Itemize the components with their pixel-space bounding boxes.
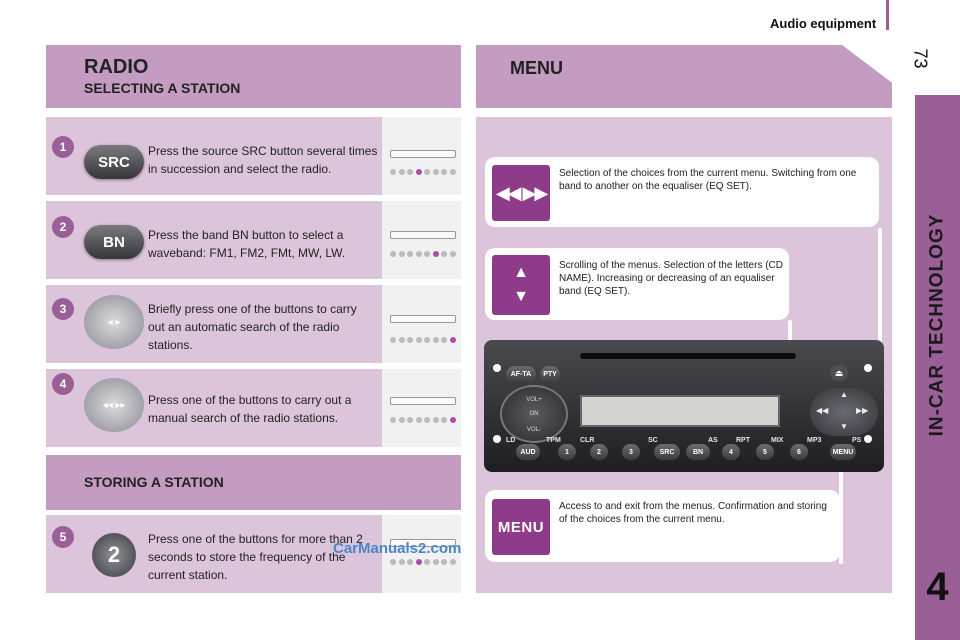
unit-screw <box>864 364 872 372</box>
step-2-text: Press the band BN button to select a wav… <box>148 228 346 260</box>
preset-2-button: 2 <box>92 533 136 577</box>
step-3-number: 3 <box>52 298 74 320</box>
header-rule <box>886 0 889 30</box>
clr-label: CLR <box>580 437 595 444</box>
preset-5-button[interactable]: 5 <box>756 444 774 460</box>
connector-line-1 <box>878 228 882 408</box>
unit-screw <box>493 435 501 443</box>
radio-thumbnail-1 <box>381 117 461 195</box>
preset-6-button[interactable]: 6 <box>790 444 808 460</box>
preset-3-button[interactable]: 3 <box>622 444 640 460</box>
unit-screw <box>493 364 501 372</box>
lcd-display <box>580 395 780 427</box>
step-5-number: 5 <box>52 526 74 548</box>
aud-button[interactable]: AUD <box>516 444 540 460</box>
step-1-text: Press the source SRC button several time… <box>148 144 378 176</box>
preset-4-button[interactable]: 4 <box>722 444 740 460</box>
chapter-label: IN-CAR TECHNOLOGY <box>915 95 960 555</box>
bn-unit-button[interactable]: BN <box>686 444 710 460</box>
step-4-number: 4 <box>52 373 74 395</box>
mix-label: MIX <box>771 437 784 444</box>
up-down-arrows-icon: ▲▼ <box>492 255 550 315</box>
step-5-text: Press one of the buttons for more than 2… <box>148 532 363 582</box>
pty-button[interactable]: PTY <box>540 366 560 383</box>
storing-section-header <box>46 455 461 510</box>
ld-label: LD <box>506 437 516 444</box>
mp3-label: MP3 <box>807 437 822 444</box>
step-4-text: Press one of the buttons to carry out a … <box>148 393 352 425</box>
radio-title: RADIO <box>84 56 149 78</box>
seek-pad-icon: ◂ ▸ <box>84 295 144 349</box>
radio-section-header <box>46 45 461 108</box>
rpt-label: RPT <box>736 437 750 444</box>
src-unit-button[interactable]: SRC <box>654 444 680 460</box>
preset-1-button[interactable]: 1 <box>558 444 576 460</box>
menu-button-icon: MENU <box>492 499 550 555</box>
menu-text-2: Scrolling of the menus. Selection of the… <box>559 260 783 297</box>
volume-knob[interactable]: VOL+ ON VOL- <box>500 385 568 443</box>
unit-screw <box>864 435 872 443</box>
menu-title: MENU <box>510 58 563 78</box>
cd-slot <box>580 353 796 359</box>
ps-label: PS <box>852 437 862 444</box>
radio-thumbnail-2 <box>381 201 461 279</box>
radio-subtitle: SELECTING A STATION <box>84 80 241 96</box>
on-label: ON <box>529 411 539 417</box>
menu-text-3: Access to and exit from the menus. Confi… <box>559 501 827 525</box>
step-3-text: Briefly press one of the buttons to carr… <box>148 302 357 352</box>
menu-unit-button[interactable]: MENU <box>830 444 856 460</box>
tpm-label: TPM <box>546 437 561 444</box>
radio-thumbnail-5 <box>381 515 461 593</box>
radio-thumbnail-3 <box>381 285 461 363</box>
menu-text-1: Selection of the choices from the curren… <box>559 168 857 192</box>
af-ta-button[interactable]: AF-TA <box>506 366 536 383</box>
manual-seek-pad-icon: ◂◂ ▸▸ <box>84 378 144 432</box>
chapter-label-text: IN-CAR TECHNOLOGY <box>926 213 948 437</box>
sc-label: SC <box>648 437 658 444</box>
bn-button: BN <box>84 225 144 259</box>
chapter-sidebar <box>915 95 960 640</box>
section-header: Audio equipment <box>770 16 877 31</box>
menu-card-1 <box>485 157 879 227</box>
as-label: AS <box>708 437 718 444</box>
chapter-number: 4 <box>926 565 949 609</box>
step-2-number: 2 <box>52 216 74 238</box>
left-right-arrows-icon: ◀◀ ▶▶ <box>492 165 550 221</box>
connector-line-3 <box>839 460 843 564</box>
eject-icon[interactable]: ⏏ <box>830 365 848 381</box>
radio-thumbnail-4 <box>381 369 461 447</box>
storing-title: STORING A STATION <box>84 474 224 490</box>
vol-up-label: VOL+ <box>526 397 542 403</box>
menu-section-header <box>476 45 892 108</box>
watermark: CarManuals2.com <box>333 540 462 557</box>
preset-2-unit-button[interactable]: 2 <box>590 444 608 460</box>
page-number: 73 <box>910 48 931 69</box>
vol-down-label: VOL- <box>526 427 541 433</box>
step-1-number: 1 <box>52 136 74 158</box>
direction-pad[interactable]: ▲ ◀◀ ▶▶ ▼ <box>810 388 878 436</box>
src-button: SRC <box>84 145 144 179</box>
